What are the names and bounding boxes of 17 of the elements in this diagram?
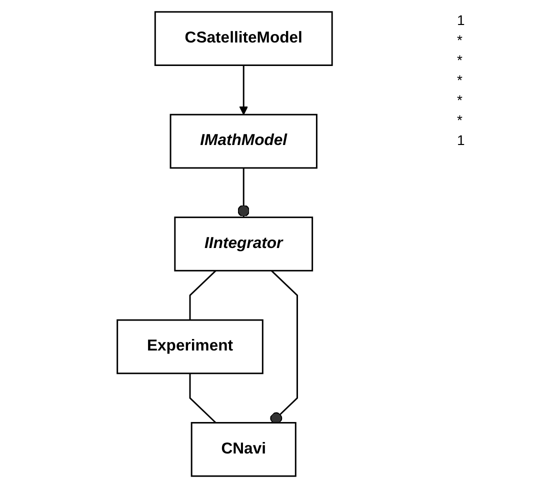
node-box: CNavi (190, 422, 296, 476)
node-box: CSatelliteModel (154, 10, 333, 66)
connector (237, 167, 250, 217)
multiplicity-label: * (457, 52, 464, 68)
node-box: IIntegrator (174, 216, 313, 271)
multiplicity-label: * (457, 112, 464, 128)
multiplicity-label: 1 (457, 132, 466, 148)
arrow (239, 64, 248, 114)
connector (189, 270, 216, 320)
multiplicity-label: * (457, 32, 464, 48)
connector (189, 372, 216, 423)
node-box: IMathModel (170, 113, 318, 168)
node-box: Experiment (116, 318, 264, 374)
multiplicity-label: 1 (457, 12, 466, 28)
multiplicity-label: * (457, 92, 464, 108)
connector (270, 270, 298, 424)
multiplicity-label: * (457, 72, 464, 88)
